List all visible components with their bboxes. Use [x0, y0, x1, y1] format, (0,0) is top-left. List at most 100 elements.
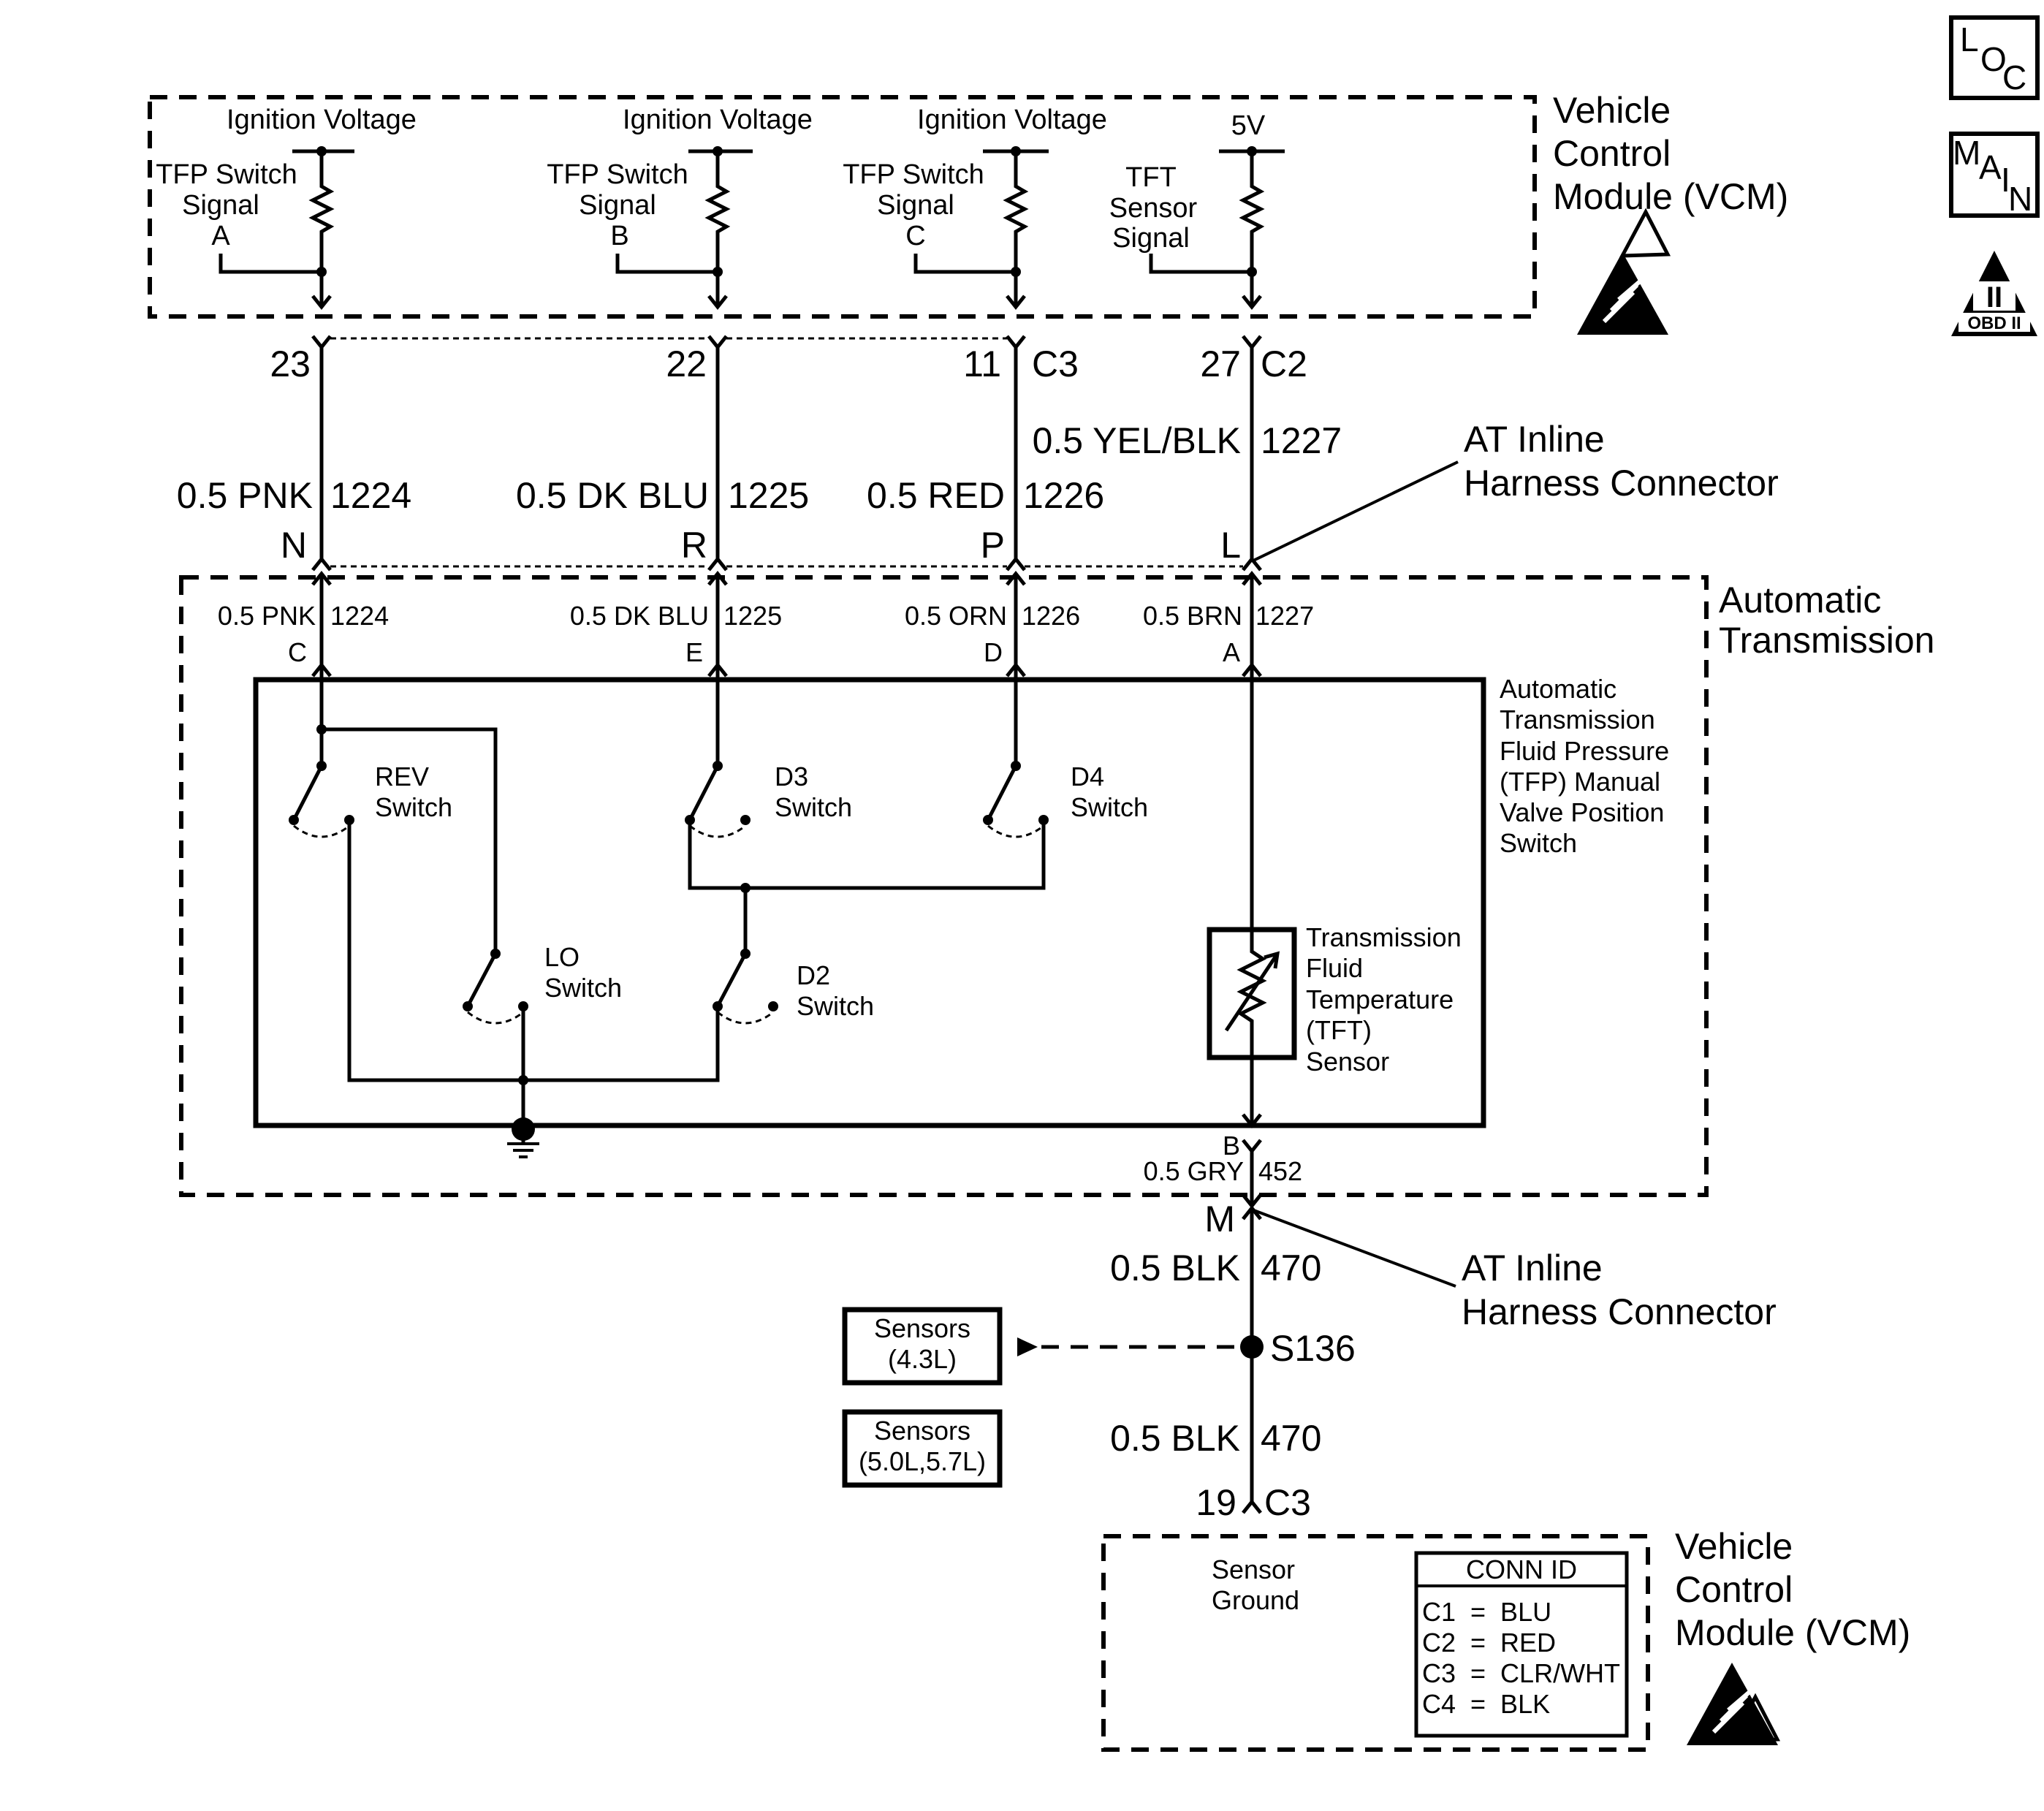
- vcm-pin-27: 27: [1200, 343, 1241, 384]
- esd-warning-icon-bottom: [1687, 1663, 1781, 1745]
- signal-label-a-1: TFP Switch: [156, 159, 297, 190]
- svg-text:Switch: Switch: [797, 991, 874, 1021]
- trans-terminal-a: A: [1223, 637, 1240, 667]
- trans-terminal-b: B: [1223, 1131, 1240, 1161]
- signal-label-tft-3: Signal: [1112, 223, 1190, 254]
- vcm-connector-c3-lower: C3: [1264, 1482, 1311, 1523]
- svg-text:Switch: Switch: [775, 792, 852, 822]
- lo-switch: LO Switch: [463, 942, 622, 1129]
- signal-label-c-3: C: [905, 221, 925, 251]
- wire-color-1227: 0.5 YEL/BLK: [1033, 420, 1241, 461]
- harness-wires: 23 22 11 C3 27 C2 0.5 PNK 1224 0.5 DK BL…: [177, 335, 1779, 572]
- svg-text:O: O: [1980, 40, 2007, 78]
- ground-circuit: M AT Inline Harness Connector 0.5 BLK 47…: [842, 1199, 1777, 1523]
- transmission-title-1: Automatic: [1719, 580, 1881, 620]
- vcm-circuit-b: Ignition Voltage TFP Switch Signal B: [547, 105, 813, 311]
- vcm-top-title-3: Module (VCM): [1553, 176, 1788, 217]
- signal-label-tft-2: Sensor: [1109, 193, 1198, 224]
- automatic-transmission: Automatic Transmission 0.5 PNK 1224 0.5 …: [179, 570, 1934, 1210]
- wire-circuit-1225: 1225: [728, 475, 809, 516]
- vcm-pin-22: 22: [666, 343, 707, 384]
- svg-text:Switch: Switch: [375, 792, 452, 822]
- signal-label-b-3: B: [610, 221, 628, 251]
- trans-wire-color-1227: 0.5 BRN: [1143, 601, 1242, 631]
- svg-text:Sensors: Sensors: [874, 1416, 970, 1446]
- d3-switch: D3 Switch: [685, 687, 1046, 893]
- d2-switch: D2 Switch: [713, 888, 874, 1025]
- trans-wire-circuit-1224: 1224: [330, 601, 389, 631]
- trans-terminal-e: E: [685, 637, 703, 667]
- svg-text:Fluid Pressure: Fluid Pressure: [1500, 736, 1669, 766]
- vcm-bottom-title-3: Module (VCM): [1675, 1612, 1910, 1653]
- vcm-circuit-a: Ignition Voltage TFP Switch Signal A: [156, 105, 417, 311]
- trans-terminal-d: D: [984, 637, 1003, 667]
- svg-text:D3: D3: [775, 762, 808, 791]
- svg-text:C: C: [2002, 58, 2026, 96]
- trans-wire-color-1224: 0.5 PNK: [218, 601, 316, 631]
- trans-terminal-c: C: [288, 637, 307, 667]
- vcm-top-title-2: Control: [1553, 133, 1671, 174]
- svg-text:Switch: Switch: [1500, 828, 1577, 858]
- signal-label-a-3: A: [211, 221, 230, 251]
- vcm-pin-19: 19: [1196, 1482, 1236, 1523]
- sensors-5-7l-box: [842, 1409, 1003, 1488]
- svg-text:LO: LO: [544, 942, 580, 972]
- signal-label-b-2: Signal: [579, 190, 656, 221]
- svg-text:REV: REV: [375, 762, 429, 791]
- svg-text:Sensor: Sensor: [1306, 1047, 1389, 1077]
- sensor-ground-label-2: Ground: [1212, 1585, 1299, 1615]
- wire-color-470-lower: 0.5 BLK: [1110, 1418, 1240, 1459]
- supply-label-c: Ignition Voltage: [917, 105, 1107, 135]
- wire-color-1226: 0.5 RED: [867, 475, 1005, 516]
- svg-text:D2: D2: [797, 960, 830, 990]
- terminal-r: R: [681, 525, 707, 566]
- signal-label-tft-1: TFT: [1125, 162, 1177, 193]
- supply-label-5v: 5V: [1231, 110, 1266, 141]
- wire-color-1225: 0.5 DK BLU: [516, 475, 709, 516]
- svg-text:Automatic: Automatic: [1500, 674, 1616, 704]
- main-icon: M A I N: [1949, 132, 2040, 218]
- loc-icon: L O C: [1949, 15, 2040, 100]
- d4-switch: D4 Switch: [983, 687, 1148, 838]
- vcm-pin-11: 11: [963, 343, 1001, 384]
- wire-circuit-470-lower: 470: [1261, 1418, 1321, 1459]
- svg-text:Switch: Switch: [1071, 792, 1148, 822]
- inline-connector-label-1: AT Inline: [1464, 419, 1605, 460]
- signal-label-c-2: Signal: [877, 190, 954, 221]
- transmission-title-2: Transmission: [1719, 620, 1934, 661]
- terminal-l: L: [1220, 525, 1241, 566]
- svg-text:Transmission: Transmission: [1306, 922, 1462, 952]
- inline-terminal-m: M: [1204, 1199, 1235, 1239]
- sensors-4-3l-box: [842, 1307, 1003, 1386]
- svg-text:Fluid: Fluid: [1306, 953, 1363, 983]
- trans-wire-color-1226: 0.5 ORN: [905, 601, 1007, 631]
- wire-color-470-upper: 0.5 BLK: [1110, 1248, 1240, 1288]
- svg-text:Transmission: Transmission: [1500, 705, 1655, 734]
- inline-connector-label-2: Harness Connector: [1464, 463, 1779, 504]
- signal-label-c-1: TFP Switch: [843, 159, 984, 190]
- vcm-circuit-c: Ignition Voltage TFP Switch Signal C: [843, 105, 1107, 311]
- svg-text:(TFT): (TFT): [1306, 1015, 1372, 1045]
- svg-text:Valve Position: Valve Position: [1500, 797, 1664, 827]
- trans-wire-color-452: 0.5 GRY: [1144, 1156, 1244, 1186]
- terminal-p: P: [981, 525, 1005, 566]
- obd-ii-icon: II OBD II: [1951, 251, 2037, 336]
- trans-wire-circuit-452: 452: [1258, 1156, 1302, 1186]
- esd-warning-icon: [1577, 208, 1671, 335]
- svg-text:A: A: [1979, 148, 2002, 186]
- vcm-top-title-1: Vehicle: [1553, 90, 1671, 131]
- vcm-bottom-title-2: Control: [1675, 1569, 1793, 1610]
- signal-label-a-2: Signal: [182, 190, 259, 221]
- conn-id-title: CONN ID: [1466, 1554, 1577, 1584]
- svg-text:Switch: Switch: [544, 973, 622, 1003]
- conn-id-row-c4: C4 = BLK: [1422, 1689, 1550, 1719]
- svg-text:M: M: [1953, 134, 1980, 172]
- svg-text:I: I: [2001, 161, 2010, 199]
- svg-text:Sensors: Sensors: [874, 1313, 970, 1343]
- splice-label: S136: [1270, 1328, 1356, 1369]
- svg-text:(4.3L): (4.3L): [888, 1344, 957, 1374]
- wire-circuit-1226: 1226: [1023, 475, 1104, 516]
- inline-connector-label-lower-2: Harness Connector: [1462, 1291, 1777, 1332]
- vcm-bottom-title-1: Vehicle: [1675, 1526, 1793, 1567]
